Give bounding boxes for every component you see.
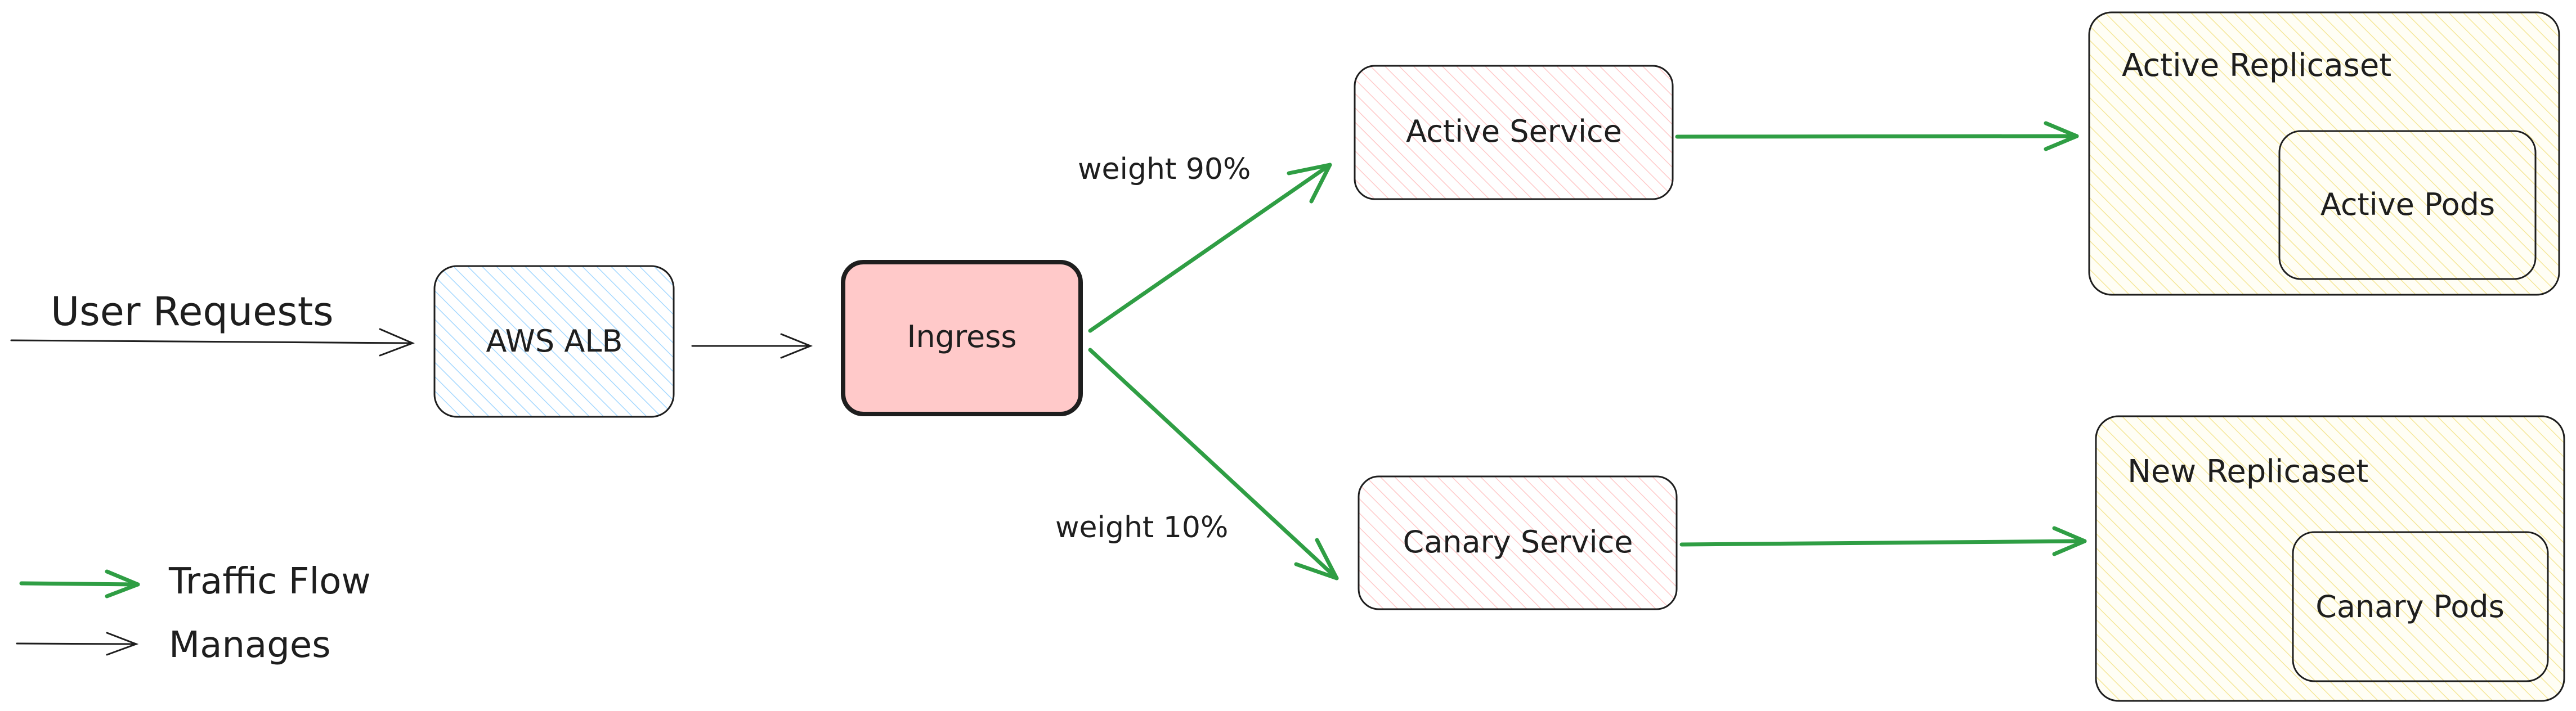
canary-service-label: Canary Service bbox=[1403, 524, 1633, 560]
new-replicaset-label: New Replicaset bbox=[2127, 453, 2368, 490]
weight-active-label: weight 90% bbox=[1078, 152, 1251, 186]
canary-service-node: Canary Service bbox=[1358, 475, 1678, 610]
active-replicaset-label: Active Replicaset bbox=[2122, 47, 2391, 84]
weight-canary-label: weight 10% bbox=[1055, 511, 1228, 544]
alb-to-ingress-arrow bbox=[691, 333, 813, 359]
active-service-node: Active Service bbox=[1354, 65, 1674, 200]
legend: Traffic Flow Manages bbox=[16, 561, 371, 666]
ingress-to-active-service-arrow bbox=[1088, 163, 1332, 333]
active-replicaset-node: Active Replicaset Active Pods bbox=[2088, 11, 2560, 296]
active-pods-box bbox=[2278, 130, 2537, 280]
new-replicaset-node: New Replicaset Canary Pods bbox=[2095, 415, 2565, 702]
ingress-label: Ingress bbox=[907, 319, 1017, 354]
ingress-to-canary-service-arrow bbox=[1088, 348, 1339, 580]
aws-alb-label: AWS ALB bbox=[486, 323, 623, 359]
active-service-to-replicaset-arrow bbox=[1675, 121, 2079, 151]
aws-alb-node: AWS ALB bbox=[433, 265, 675, 418]
active-service-label: Active Service bbox=[1406, 114, 1622, 149]
legend-traffic-label: Traffic Flow bbox=[168, 561, 371, 602]
legend-manages-arrow bbox=[16, 632, 139, 656]
user-requests-label: User Requests bbox=[51, 289, 334, 335]
legend-manages-label: Manages bbox=[169, 624, 331, 666]
canary-service-to-replicaset-arrow bbox=[1679, 526, 2087, 556]
user-requests-arrow bbox=[10, 328, 415, 357]
active-pods-label: Active Pods bbox=[2320, 187, 2495, 222]
legend-traffic-arrow bbox=[19, 569, 140, 598]
ingress-node: Ingress bbox=[841, 260, 1083, 416]
canary-pods-box bbox=[2292, 531, 2549, 682]
canary-pods-label: Canary Pods bbox=[2315, 589, 2505, 624]
